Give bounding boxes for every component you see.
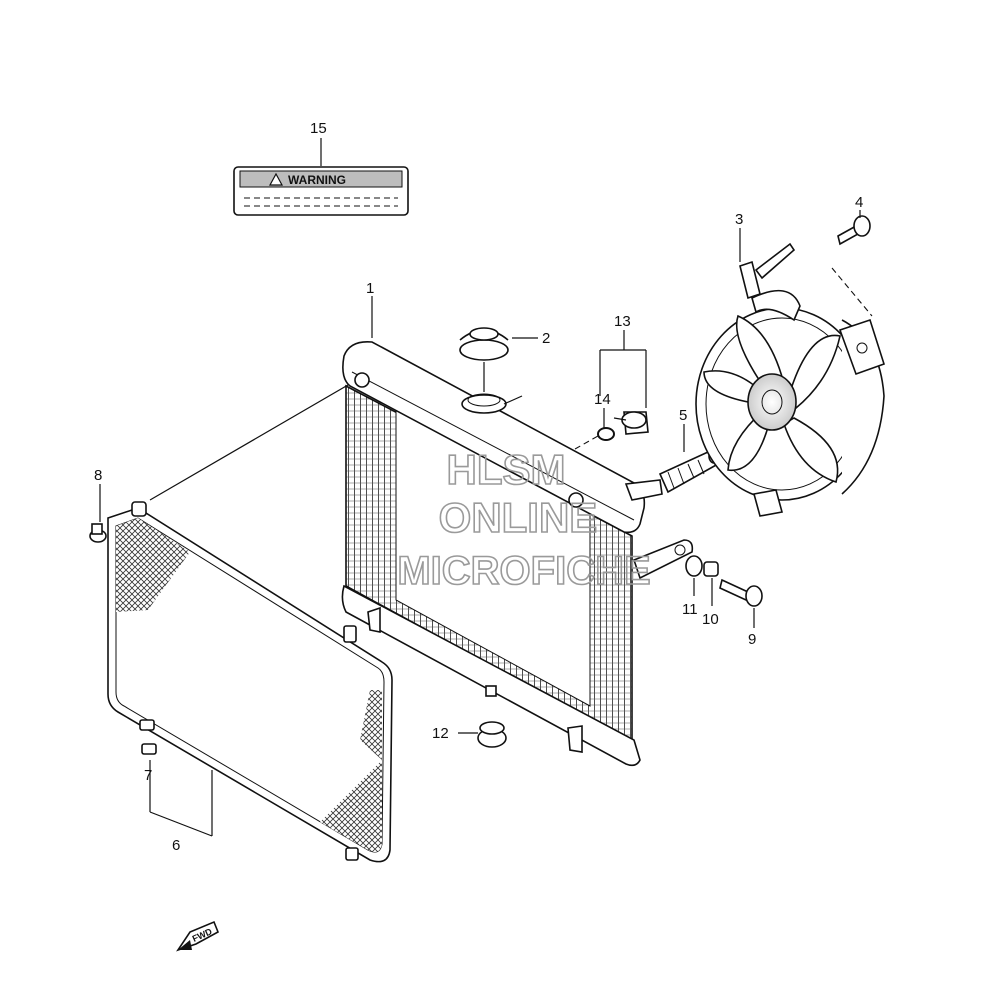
callout-14: 14: [594, 391, 611, 408]
o-ring-part[interactable]: [597, 427, 615, 441]
radiator-net-part[interactable]: [107, 501, 393, 863]
collar-part-10[interactable]: [703, 561, 719, 577]
cooling-fan-part[interactable]: [695, 242, 885, 517]
warning-label-text: WARNING: [288, 173, 346, 187]
warning-triangle-icon: [268, 172, 284, 186]
warning-label-part[interactable]: WARNING: [233, 166, 409, 216]
radiator-cap-part[interactable]: [459, 327, 509, 392]
forward-arrow-icon: FWD: [176, 920, 220, 952]
callout-15: 15: [310, 120, 327, 137]
thermo-switch-part[interactable]: [613, 411, 649, 435]
bolt-part-9[interactable]: [719, 578, 763, 607]
callout-4: 4: [855, 194, 863, 211]
watermark-line1: HLSM: [447, 446, 566, 493]
callout-12: 12: [432, 725, 449, 742]
grommet-part-7[interactable]: [141, 743, 157, 755]
cushion-part-11[interactable]: [685, 555, 703, 577]
bolt-part-4[interactable]: [837, 215, 871, 246]
bolt-part-8[interactable]: [89, 523, 107, 543]
radiator-part[interactable]: [341, 340, 694, 767]
callout-5: 5: [679, 407, 687, 424]
callout-9: 9: [748, 631, 756, 648]
cap-part-12[interactable]: [477, 721, 507, 748]
callout-1: 1: [366, 280, 374, 297]
callout-8: 8: [94, 467, 102, 484]
callout-6: 6: [172, 837, 180, 854]
callout-3: 3: [735, 211, 743, 228]
watermark-line2: ONLINE: [439, 494, 598, 541]
callout-11: 11: [682, 601, 698, 618]
watermark-line3: MICROFICHE: [397, 549, 650, 593]
watermark: HLSM ONLINE MICROFICHE: [397, 445, 652, 594]
callout-2: 2: [542, 330, 550, 347]
callout-10: 10: [702, 611, 719, 628]
callout-13: 13: [614, 313, 631, 330]
callout-7: 7: [144, 767, 152, 784]
